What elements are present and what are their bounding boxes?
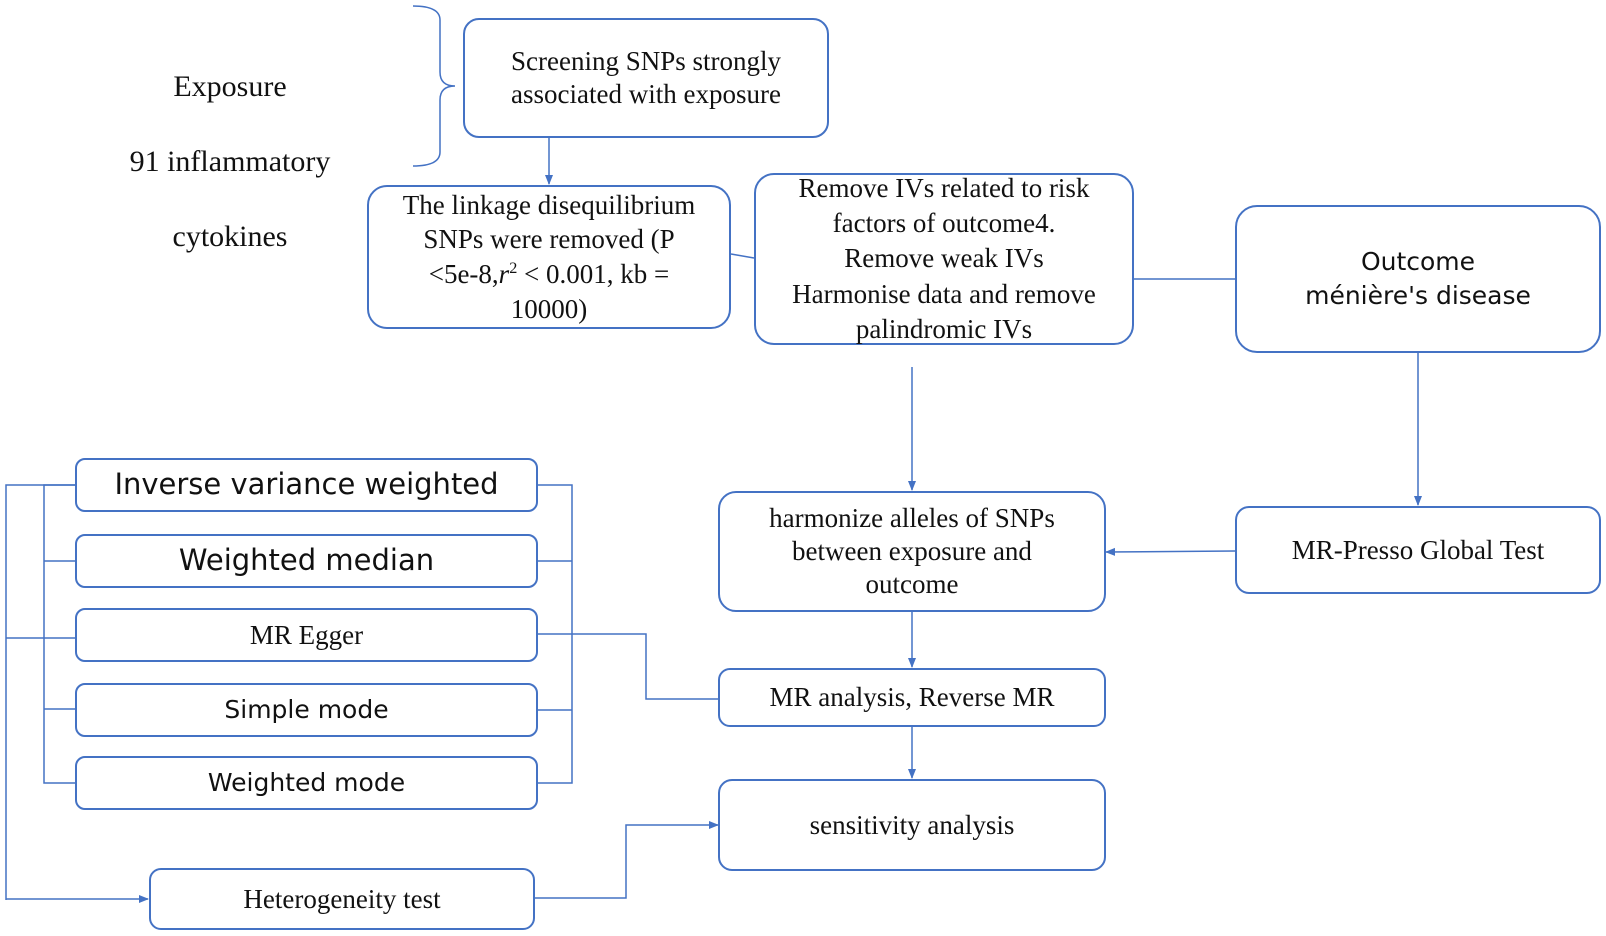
arrow-presso-to-harmonize — [1105, 547, 1236, 556]
method-label-weighted-median: Weighted median — [178, 543, 435, 578]
node-linkage-text: The linkage disequilibrium SNPs were rem… — [403, 188, 695, 326]
connector-egger-to-mr — [538, 633, 718, 700]
node-harmonize-alleles: harmonize alleles of SNPs between exposu… — [718, 491, 1106, 612]
exposure-title: Exposure — [173, 69, 287, 103]
node-heterogeneity-test: Heterogeneity test — [149, 868, 535, 930]
node-remove-ivs: Remove IVs related to risk factors of ou… — [754, 173, 1134, 345]
outcome-disease: ménière's disease — [1305, 281, 1531, 310]
node-sensitivity-analysis: sensitivity analysis — [718, 779, 1106, 871]
node-remove-ivs-text: Remove IVs related to risk factors of ou… — [792, 173, 1096, 344]
node-mr-analysis: MR analysis, Reverse MR — [718, 668, 1106, 727]
method-simple-mode: Simple mode — [75, 683, 538, 737]
node-linkage-disequilibrium: The linkage disequilibrium SNPs were rem… — [367, 185, 731, 329]
method-inverse-variance-weighted: Inverse variance weighted — [75, 458, 538, 512]
node-sensitivity-text: sensitivity analysis — [809, 809, 1015, 840]
method-mr-egger: MR Egger — [75, 608, 538, 662]
node-heterogeneity-text: Heterogeneity test — [243, 883, 441, 914]
node-harmonize-text: harmonize alleles of SNPs between exposu… — [769, 503, 1055, 599]
node-screening-text: Screening SNPs strongly associated with … — [511, 46, 781, 109]
exposure-label: Exposure 91 inflammatory cytokines — [90, 30, 370, 293]
arrow-heterogeneity-to-sensitivity — [535, 821, 719, 899]
method-label-simple-mode: Simple mode — [224, 694, 389, 724]
node-screening-snps: Screening SNPs strongly associated with … — [463, 18, 829, 138]
method-label-ivw: Inverse variance weighted — [114, 467, 499, 502]
exposure-brace — [412, 5, 456, 167]
node-mr-presso-text: MR-Presso Global Test — [1291, 534, 1545, 565]
linkage-text-part2: < 0.001, kb = 10000) — [510, 259, 670, 324]
exposure-subtitle: cytokines — [172, 219, 288, 253]
method-label-weighted-mode: Weighted mode — [207, 767, 406, 797]
methods-inner-left-bracket — [43, 484, 75, 784]
exposure-count: 91 inflammatory — [129, 144, 331, 178]
connector-linkage-to-remove — [730, 253, 755, 259]
node-outcome-text: Outcome ménière's disease — [1305, 245, 1531, 313]
linkage-text-part1: The linkage disequilibrium SNPs were rem… — [402, 189, 696, 289]
node-mr-presso: MR-Presso Global Test — [1235, 506, 1601, 594]
node-mr-analysis-text: MR analysis, Reverse MR — [769, 682, 1055, 713]
linkage-r-symbol: r — [498, 259, 510, 289]
methods-outer-left-bracket — [5, 484, 75, 900]
node-outcome: Outcome ménière's disease — [1235, 205, 1601, 353]
linkage-superscript: 2 — [509, 259, 518, 277]
outcome-title: Outcome — [1360, 247, 1476, 277]
method-weighted-mode: Weighted mode — [75, 756, 538, 810]
method-weighted-median: Weighted median — [75, 534, 538, 588]
method-label-mr-egger: MR Egger — [249, 619, 364, 650]
